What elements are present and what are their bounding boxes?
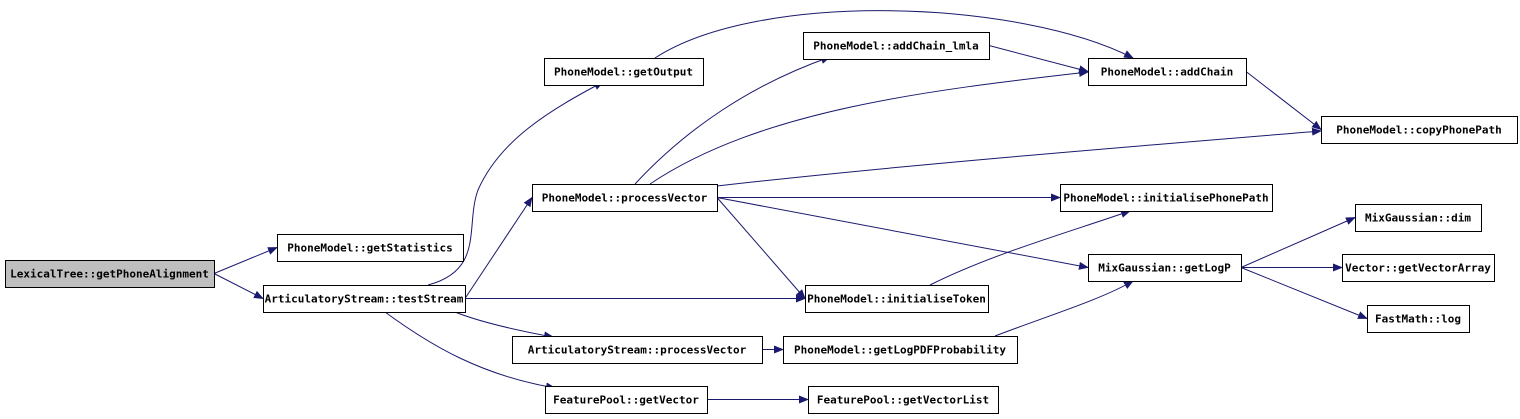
edge-phonemodel-processvector-to-mixgaussian-getlogp — [716, 197, 1089, 270]
node-featurepool-getvectorlist[interactable]: FeaturePool::getVectorList — [808, 386, 999, 414]
node-fastmath-log[interactable]: FastMath::log — [1367, 305, 1470, 333]
node-box[interactable] — [808, 386, 999, 414]
node-lexicaltree-getphonealignment[interactable]: LexicalTree::getPhoneAlignment — [5, 260, 215, 288]
edge-arrow — [384, 311, 556, 391]
node-label: PhoneModel::initialiseToken — [807, 293, 986, 306]
node-box[interactable] — [1367, 305, 1470, 333]
node-box[interactable] — [545, 386, 708, 414]
node-box[interactable] — [1060, 184, 1273, 212]
node-label: PhoneModel::processVector — [542, 192, 708, 205]
edge-mixgaussian-getlogp-to-mixgaussian-dim — [1240, 217, 1356, 268]
edge-phonemodel-processvector-to-phonemodel-addchain — [649, 69, 1089, 185]
edge-arrow — [994, 280, 1134, 337]
edge-phonemodel-getlogpdfprobability-to-mixgaussian-getlogp — [994, 280, 1134, 337]
node-label: ArticulatoryStream::processVector — [528, 344, 747, 357]
node-box[interactable] — [1342, 254, 1495, 282]
edge-articulatorystream-teststream-to-articulatorystream-processvector — [454, 311, 554, 340]
node-box[interactable] — [1321, 116, 1518, 144]
edge-arrow — [427, 81, 604, 286]
node-mixgaussian-dim[interactable]: MixGaussian::dim — [1355, 204, 1482, 232]
node-mixgaussian-getlogp[interactable]: MixGaussian::getLogP — [1088, 254, 1242, 282]
node-box[interactable] — [544, 58, 704, 86]
node-box[interactable] — [532, 184, 718, 212]
edge-arrow — [213, 247, 278, 274]
node-label: PhoneModel::getLogPDFProbability — [794, 344, 1006, 357]
edge-arrow — [929, 210, 1131, 286]
node-label: LexicalTree::getPhoneAlignment — [10, 268, 209, 281]
edge-phonemodel-addchain-to-phonemodel-copyphonepath — [1245, 71, 1322, 131]
node-box[interactable] — [512, 336, 763, 364]
node-box[interactable] — [803, 32, 990, 60]
edge-arrow — [716, 197, 1089, 270]
edge-arrow — [213, 273, 264, 299]
node-label: MixGaussian::getLogP — [1098, 262, 1231, 275]
edge-lexicaltree-getphonealignment-to-articulatorystream-teststream — [213, 273, 264, 299]
node-vector-getvectorarray[interactable]: Vector::getVectorArray — [1342, 254, 1495, 282]
edge-mixgaussian-getlogp-to-fastmath-log — [1240, 267, 1368, 319]
node-box[interactable] — [263, 285, 466, 313]
node-label: PhoneModel::copyPhonePath — [1336, 124, 1502, 137]
node-label: FeaturePool::getVectorList — [817, 394, 989, 407]
node-label: ArticulatoryStream::testStream — [265, 293, 464, 306]
node-label: PhoneModel::initialisePhonePath — [1063, 192, 1268, 205]
edge-arrow — [716, 197, 806, 300]
node-box[interactable] — [783, 336, 1018, 364]
node-articulatorystream-processvector[interactable]: ArticulatoryStream::processVector — [512, 336, 763, 364]
node-box[interactable] — [1355, 204, 1482, 232]
edge-phonemodel-processvector-to-phonemodel-copyphonepath — [716, 127, 1322, 187]
edge-phonemodel-addchain-lmla-to-phonemodel-addchain — [988, 45, 1089, 74]
edge-arrow — [1240, 267, 1368, 319]
node-box[interactable] — [805, 285, 989, 313]
edge-articulatorystream-teststream-to-phonemodel-getoutput — [427, 81, 604, 286]
edge-arrow — [1240, 217, 1356, 268]
node-box[interactable] — [1088, 58, 1247, 86]
edge-phonemodel-getoutput-to-phonemodel-addchain — [654, 10, 1134, 59]
edge-arrow — [1245, 71, 1322, 131]
nodes-layer: LexicalTree::getPhoneAlignmentPhoneModel… — [5, 32, 1518, 414]
edge-arrow — [649, 69, 1089, 185]
node-phonemodel-initialisephonepath[interactable]: PhoneModel::initialisePhonePath — [1060, 184, 1273, 212]
node-phonemodel-getstatistics[interactable]: PhoneModel::getStatistics — [277, 234, 464, 262]
node-label: MixGaussian::dim — [1365, 212, 1471, 225]
edge-articulatorystream-teststream-to-phonemodel-processvector — [464, 196, 533, 299]
edge-arrow — [634, 56, 831, 185]
node-phonemodel-addchain[interactable]: PhoneModel::addChain — [1088, 58, 1247, 86]
edge-phonemodel-processvector-to-phonemodel-initialisetoken — [716, 197, 806, 300]
node-label: PhoneModel::addChain_lmla — [813, 40, 979, 53]
node-label: Vector::getVectorArray — [1345, 262, 1491, 275]
node-phonemodel-initialisetoken[interactable]: PhoneModel::initialiseToken — [805, 285, 989, 313]
node-phonemodel-getoutput[interactable]: PhoneModel::getOutput — [544, 58, 704, 86]
edge-arrow — [464, 196, 533, 299]
node-featurepool-getvector[interactable]: FeaturePool::getVector — [545, 386, 708, 414]
edge-arrow — [988, 45, 1089, 74]
node-box[interactable] — [277, 234, 464, 262]
node-label: FastMath::log — [1375, 313, 1461, 326]
edges-layer — [213, 10, 1368, 404]
edge-arrow — [654, 10, 1134, 59]
node-box[interactable] — [1088, 254, 1242, 282]
node-label: PhoneModel::getOutput — [554, 66, 693, 79]
edge-phonemodel-initialisetoken-to-phonemodel-initialisephonepath — [929, 210, 1131, 286]
node-articulatorystream-teststream[interactable]: ArticulatoryStream::testStream — [263, 285, 466, 313]
edge-arrow — [716, 127, 1322, 187]
edge-articulatorystream-teststream-to-featurepool-getvector — [384, 311, 556, 391]
node-phonemodel-getlogpdfprobability[interactable]: PhoneModel::getLogPDFProbability — [783, 336, 1018, 364]
node-label: PhoneModel::getStatistics — [287, 242, 453, 255]
node-label: FeaturePool::getVector — [553, 394, 699, 407]
node-label: PhoneModel::addChain — [1101, 66, 1233, 79]
edge-arrow — [454, 311, 554, 340]
node-phonemodel-processvector[interactable]: PhoneModel::processVector — [532, 184, 718, 212]
node-phonemodel-copyphonepath[interactable]: PhoneModel::copyPhonePath — [1321, 116, 1518, 144]
edge-lexicaltree-getphonealignment-to-phonemodel-getstatistics — [213, 247, 278, 274]
node-box[interactable] — [5, 260, 215, 288]
node-phonemodel-addchain-lmla[interactable]: PhoneModel::addChain_lmla — [803, 32, 990, 60]
edge-phonemodel-processvector-to-phonemodel-addchain-lmla — [634, 56, 831, 185]
